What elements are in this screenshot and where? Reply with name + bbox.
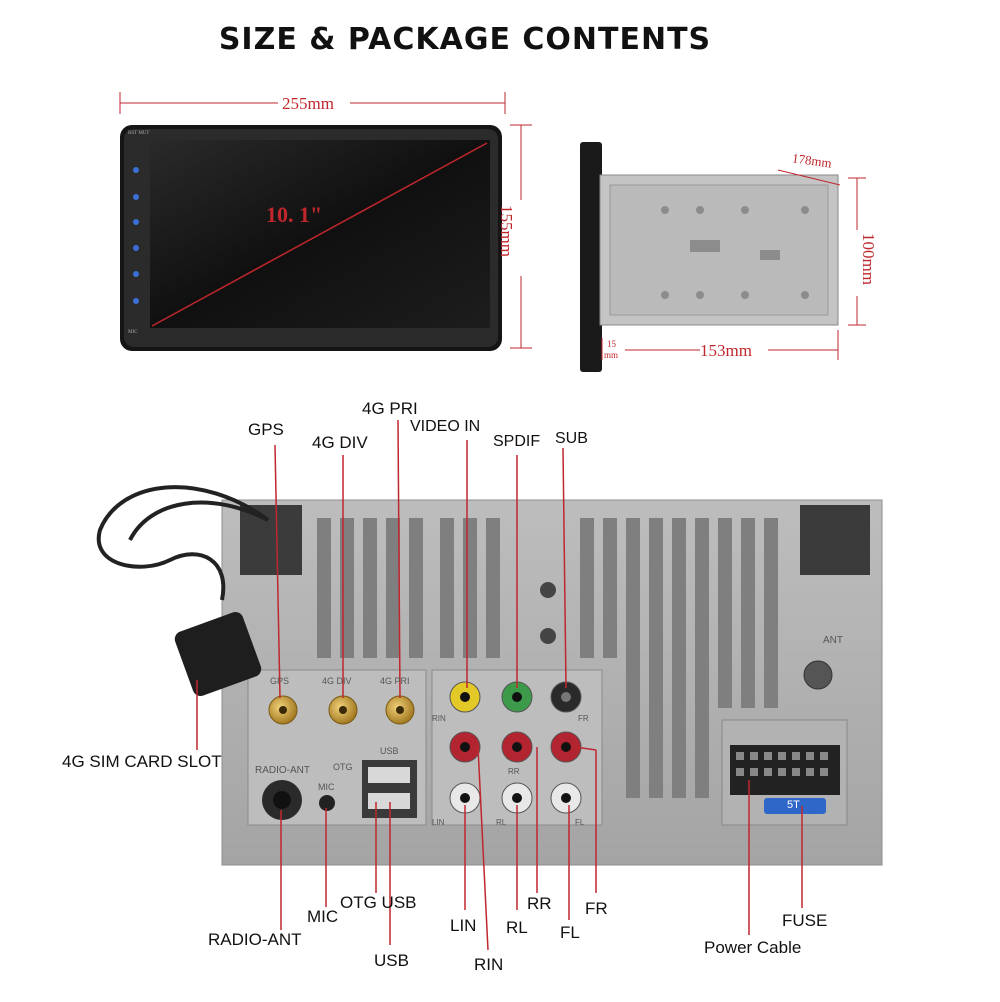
height-dimension <box>510 124 532 349</box>
side-height-dimension: 100mm <box>859 233 878 285</box>
callout-spdif: SPDIF <box>493 433 541 450</box>
callout-fl: FL <box>560 923 580 942</box>
callout-rl: RL <box>506 918 528 937</box>
callout-otg-usb: OTG USB <box>340 893 417 912</box>
panel-print-radio-ant: RADIO-ANT <box>255 765 310 776</box>
callout-power-cable: Power Cable <box>704 938 802 957</box>
gps-antenna-icon <box>174 611 262 697</box>
callout-sub: SUB <box>555 430 588 447</box>
bezel-depth-unit: mm <box>604 350 619 360</box>
front-height-dimension: 155mm <box>497 205 516 257</box>
panel-print-rr: RR <box>508 767 520 776</box>
side-dimensions <box>601 169 866 360</box>
callout-4g-pri: 4G PRI <box>362 399 418 418</box>
callout-4g-sim-card-slot: 4G SIM CARD SLOT <box>62 752 222 771</box>
callout-rin: RIN <box>474 955 504 974</box>
page-title: SIZE & PACKAGE CONTENTS <box>218 22 712 57</box>
panel-print-ant: ANT <box>823 635 843 646</box>
callout-fuse: FUSE <box>782 911 828 930</box>
front-panel-bottom-text: MIC <box>128 330 138 335</box>
panel-print-rl: RL <box>496 818 507 827</box>
panel-print-rin: RIN <box>432 714 446 723</box>
screen-size-label: 10. 1" <box>266 202 323 227</box>
callout-lin: LIN <box>450 916 477 935</box>
side-button-icons <box>133 167 139 304</box>
callout-usb: USB <box>374 951 409 970</box>
callout-mic: MIC <box>307 907 339 926</box>
panel-print-fuse: 5T <box>787 799 800 811</box>
screen-diagonal <box>151 142 488 327</box>
panel-print-gps: GPS <box>270 676 290 686</box>
callout-radio-ant: RADIO-ANT <box>208 930 302 949</box>
callout-video-in: VIDEO IN <box>410 418 481 435</box>
callout-rr: RR <box>527 894 552 913</box>
callout-gps: GPS <box>248 420 284 439</box>
panel-print-usb: USB <box>380 746 399 756</box>
callout-fr: FR <box>585 899 608 918</box>
panel-print-mic: MIC <box>318 782 335 792</box>
rear-panel <box>96 485 883 866</box>
side-view-unit <box>580 142 839 372</box>
panel-print-div: 4G DIV <box>322 676 352 686</box>
body-depth-dimension: 153mm <box>700 341 752 360</box>
front-panel-top-text: RST MUT <box>128 131 150 136</box>
callout-4g-div: 4G DIV <box>312 433 368 452</box>
callout-lines <box>196 419 803 951</box>
fuse-icon <box>764 798 826 814</box>
panel-print-pri: 4G PRI <box>380 676 410 686</box>
panel-print-lin: LIN <box>432 818 445 827</box>
bezel-depth-number: 15 <box>607 339 616 349</box>
front-width-dimension: 255mm <box>282 94 334 113</box>
panel-print-otg: OTG <box>333 762 353 772</box>
front-view-unit <box>120 125 502 351</box>
width-dimension <box>119 92 506 114</box>
panel-print-fr: FR <box>578 714 589 723</box>
panel-print-fl: FL <box>575 818 585 827</box>
